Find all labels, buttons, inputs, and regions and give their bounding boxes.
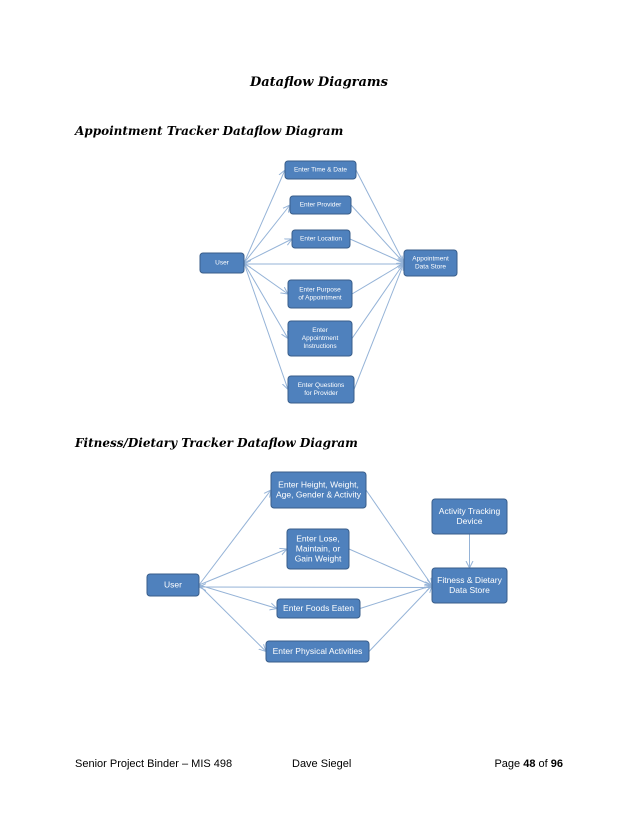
appointment-process-1-to-store (355, 169, 404, 263)
fitness-process-3: Enter Foods Eaten (276, 598, 361, 619)
appointment-process-1-shape (284, 160, 357, 180)
page-title: Dataflow Diagrams (249, 75, 389, 90)
appointment-process-6-shape (287, 375, 355, 404)
fitness-user-to-process-1 (198, 490, 271, 586)
footer-left: Senior Project Binder – MIS 498 (75, 758, 233, 770)
fitness-data-store-shape (431, 567, 508, 604)
page-of: of (535, 758, 551, 770)
fitness-process-3-label: Enter Foods Eaten (283, 603, 354, 613)
fitness-user-entity-label: User (164, 579, 182, 589)
fitness-process-1-label: Age, Gender & Activity (276, 489, 362, 499)
appointment-data-store-shape (403, 249, 458, 277)
appointment-process-6-to-store (353, 263, 404, 390)
fitness-user-to-process-4 (198, 584, 266, 652)
appointment-user-to-process-2 (243, 205, 290, 264)
fitness-process-4: Enter Physical Activities (265, 640, 370, 663)
fitness-process-2-label: Gain Weight (295, 553, 342, 563)
appointment-user-to-process-5 (243, 262, 288, 339)
appointment-process-3-shape (291, 229, 351, 249)
fitness-user-entity: User (146, 573, 200, 597)
appointment-process-4-shape (287, 279, 353, 309)
fitness-process-3-shape (276, 598, 361, 619)
activity-tracking-device-label: Device (457, 516, 483, 526)
footer-page: Page 48 of 96 (494, 758, 563, 770)
user-entity: User (199, 252, 245, 274)
appointment-process-5-label: Instructions (303, 343, 337, 350)
appointment-data-store-label: Data Store (415, 264, 446, 271)
page-total: 96 (550, 758, 563, 770)
fitness-data-store-label: Data Store (449, 585, 490, 595)
fitness-process-1-label: Enter Height, Weight, (278, 479, 359, 489)
fitness-process-1: Enter Height, Weight,Age, Gender & Activ… (270, 471, 367, 509)
appointment-user-to-process-1 (243, 170, 285, 264)
fitness-process-1-to-store (365, 489, 432, 586)
fitness-user-entity-shape (146, 573, 200, 597)
page-number: 48 (523, 758, 536, 770)
fitness-user-to-process-3 (198, 584, 277, 609)
fitness-process-4-label: Enter Physical Activities (273, 646, 363, 656)
fitness-store-to-user (199, 587, 433, 588)
appointment-process-4-label: Enter Purpose (299, 287, 341, 294)
user-entity-label: User (215, 260, 230, 267)
appointment-process-5-shape (287, 320, 353, 357)
fitness-process-4-to-store (368, 586, 432, 652)
appointment-user-to-process-3 (243, 239, 292, 264)
appointment-process-2-label: Enter Provider (300, 202, 342, 209)
fitness-process-1-shape (270, 471, 367, 509)
appointment-process-3-to-store (349, 238, 404, 263)
fitness-process-2-to-store (348, 548, 432, 586)
appointment-user-to-process-6 (243, 262, 288, 390)
appointment-process-3: Enter Location (291, 229, 351, 249)
appointment-process-6-label: Enter Questions (298, 382, 345, 389)
appointment-process-5-label: Appointment (302, 335, 339, 342)
fitness-process-2-shape (286, 528, 350, 570)
fitness-user-to-process-2 (198, 549, 287, 586)
appointment-process-2: Enter Provider (289, 195, 352, 215)
appointment-process-1: Enter Time & Date (284, 160, 357, 180)
fitness-process-3-to-store (359, 586, 432, 609)
appointment-data-store-label: Appointment (412, 256, 449, 263)
fitness-process-4-shape (265, 640, 370, 663)
appointment-process-3-label: Enter Location (300, 236, 342, 243)
fitness-process-2-label: Maintain, or (296, 543, 341, 553)
footer-author: Dave Siegel (292, 758, 352, 770)
user-entity-shape (199, 252, 245, 274)
appointment-process-1-label: Enter Time & Date (294, 167, 347, 174)
appointment-process-4-label: of Appointment (298, 295, 342, 302)
activity-tracking-device-shape (431, 498, 508, 535)
appointment-process-5-label: Enter (312, 327, 328, 334)
fitness-heading: Fitness/Dietary Tracker Dataflow Diagram (75, 436, 358, 450)
activity-tracking-device-label: Activity Tracking (439, 506, 501, 516)
appointment-process-4-to-store (351, 263, 404, 295)
appointment-process-2-shape (289, 195, 352, 215)
appointment-process-6-label: for Provider (304, 390, 338, 397)
fitness-process-2-label: Enter Lose, (296, 533, 339, 543)
fitness-data-store-label: Fitness & Dietary (437, 575, 502, 585)
appointment-user-to-process-4 (243, 262, 288, 294)
appointment-process-5-to-store (351, 263, 404, 339)
appointment-heading: Appointment Tracker Dataflow Diagram (75, 124, 344, 138)
page-prefix: Page (494, 758, 524, 770)
appointment-process-2-to-store (350, 204, 404, 263)
